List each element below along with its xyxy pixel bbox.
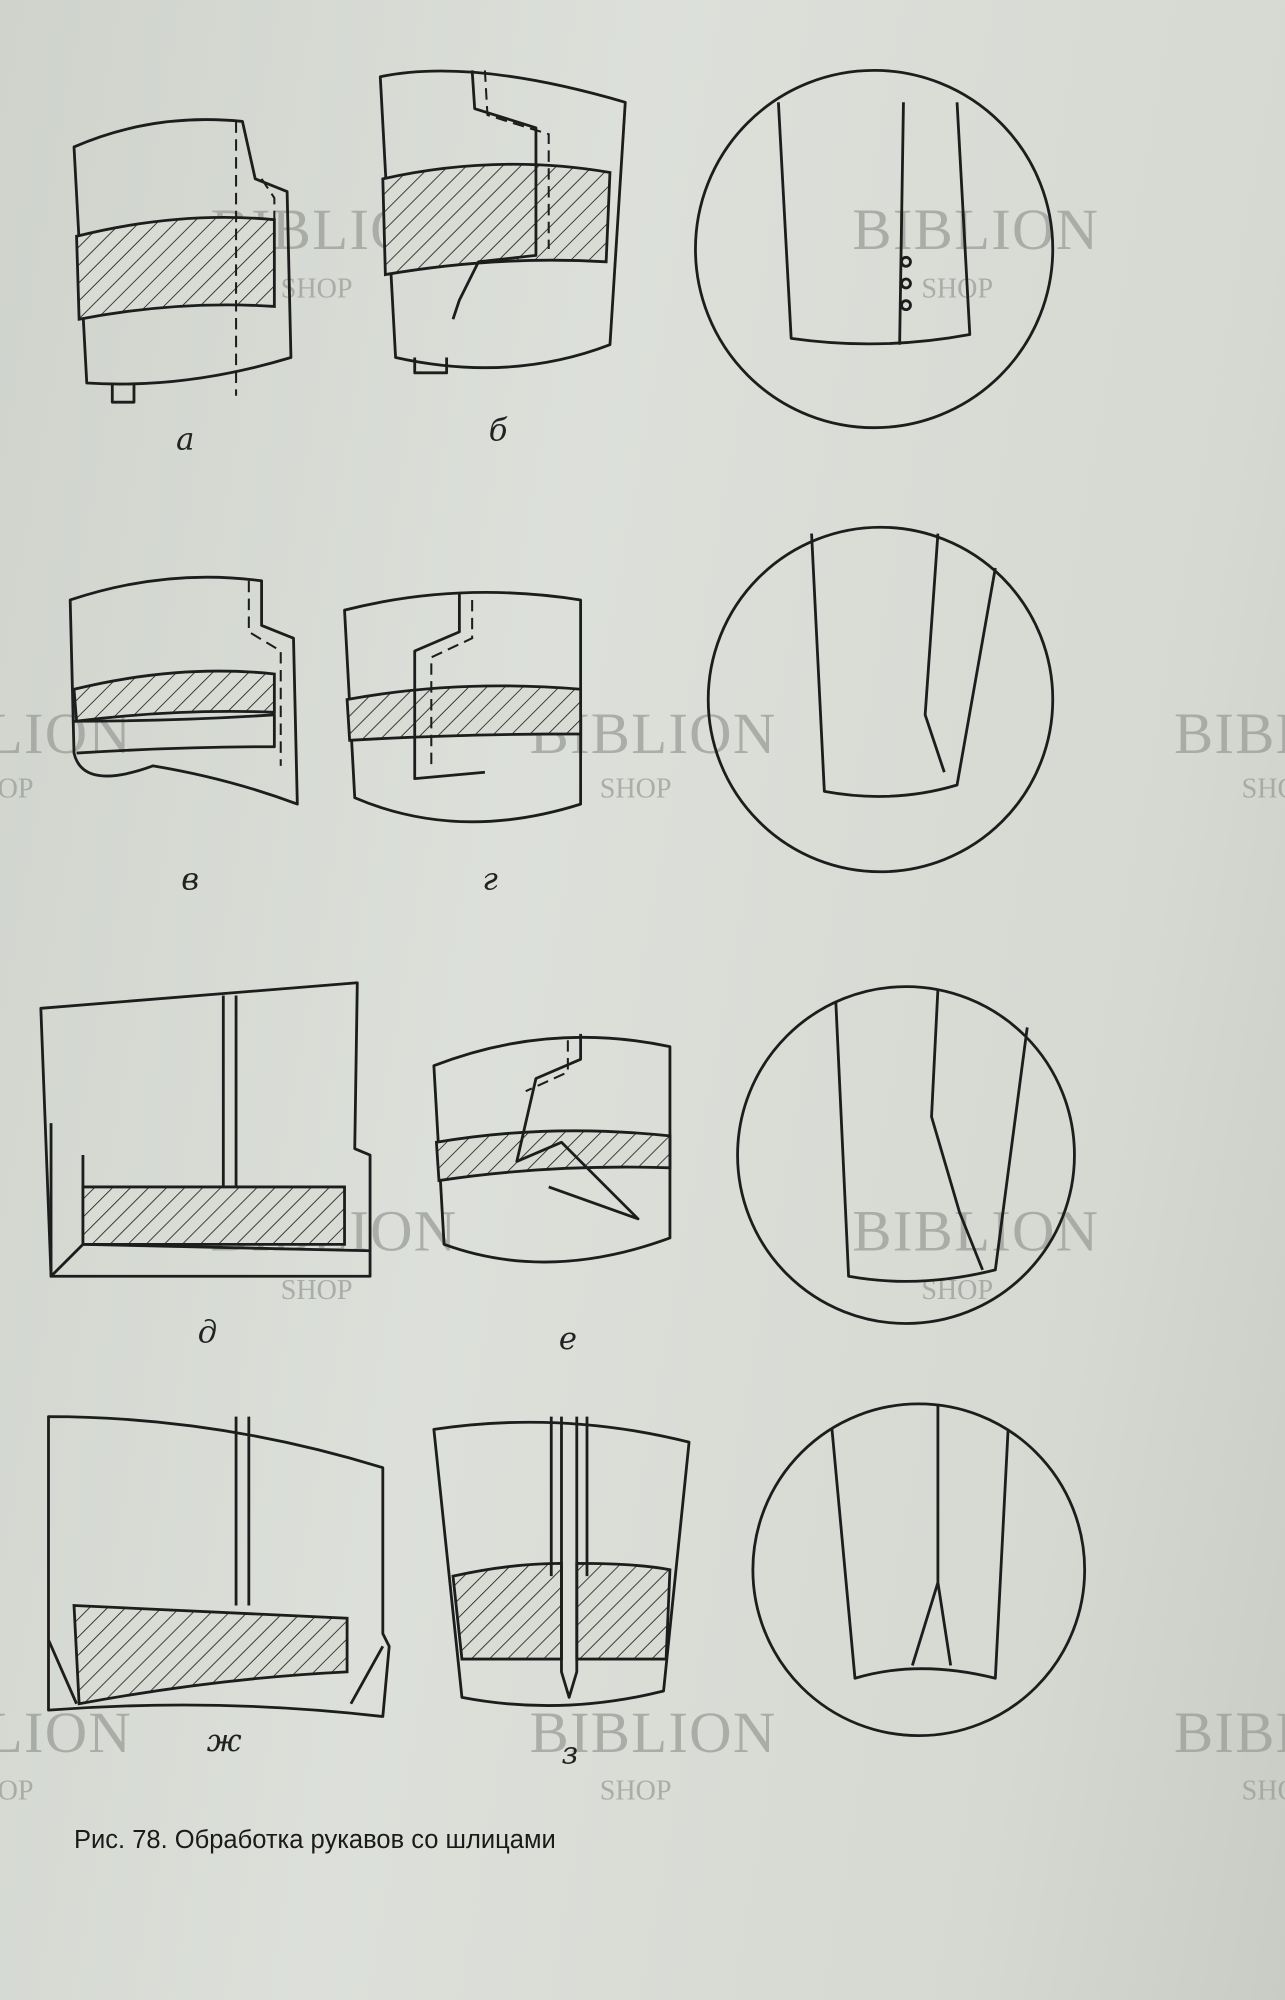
label-v: в	[181, 863, 199, 898]
drawing-d	[39, 981, 372, 1278]
label-b: б	[489, 413, 508, 448]
drawing-b	[378, 69, 627, 375]
detail-circle-2	[706, 525, 1055, 874]
detail-circle-1	[694, 68, 1055, 430]
detail-circle-3	[736, 985, 1076, 1325]
label-z: з	[561, 1737, 578, 1772]
svg-text:BIBLION: BIBLION	[1174, 701, 1285, 766]
svg-text:BIBLION: BIBLION	[530, 1700, 777, 1765]
svg-text:SHOP: SHOP	[600, 774, 672, 805]
drawing-a	[72, 118, 293, 404]
svg-text:SHOP: SHOP	[600, 1775, 672, 1806]
drawing-z	[432, 1416, 691, 1707]
svg-text:SHOP: SHOP	[1242, 1775, 1285, 1806]
drawing-v	[68, 575, 299, 806]
svg-text:BIBLION: BIBLION	[852, 197, 1099, 262]
drawing-e	[432, 1033, 672, 1264]
label-e: е	[559, 1322, 577, 1357]
svg-text:SHOP: SHOP	[0, 774, 33, 805]
svg-text:SHOP: SHOP	[281, 274, 353, 305]
label-zh: ж	[207, 1724, 242, 1759]
drawing-zh	[47, 1415, 391, 1718]
figure-caption: Рис. 78. Обработка рукавов со шлицами	[74, 1826, 556, 1854]
label-g: г	[482, 863, 498, 898]
label-a: а	[176, 422, 194, 457]
svg-text:SHOP: SHOP	[0, 1775, 33, 1806]
detail-circle-4	[751, 1402, 1087, 1738]
svg-text:SHOP: SHOP	[921, 274, 993, 305]
drawing-g	[343, 591, 583, 824]
svg-text:BIBLION: BIBLION	[0, 1700, 132, 1765]
svg-text:SHOP: SHOP	[281, 1275, 353, 1306]
svg-text:SHOP: SHOP	[1242, 774, 1285, 805]
svg-text:BIBLION: BIBLION	[1174, 1700, 1285, 1765]
label-d: д	[198, 1316, 217, 1351]
